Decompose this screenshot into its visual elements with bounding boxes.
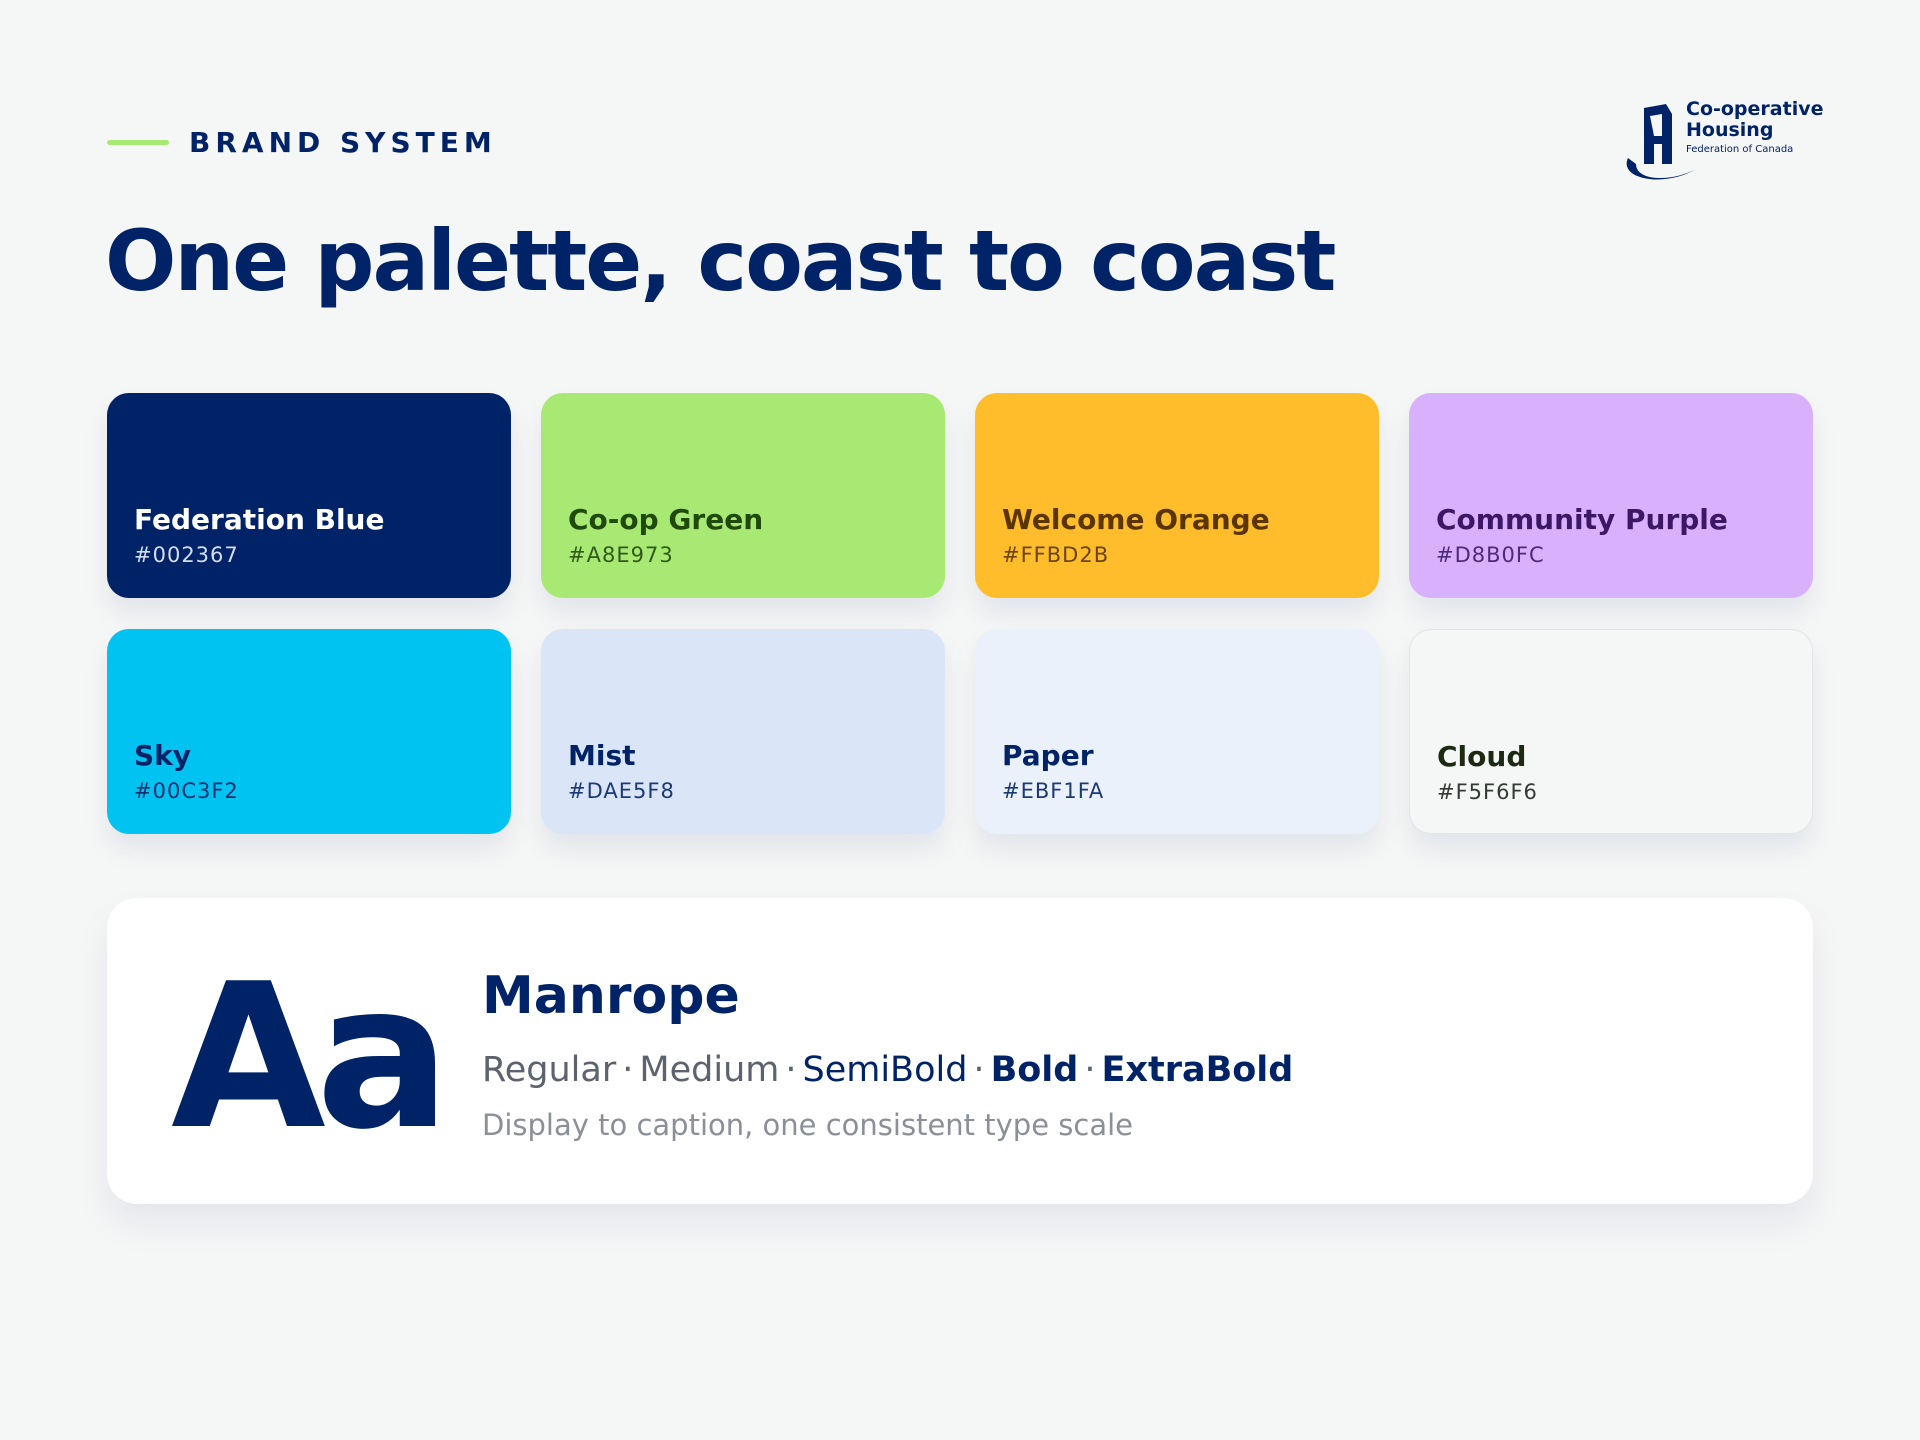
swatch-name: Sky	[134, 739, 192, 772]
logo-text-cooperative: Co-operative	[1686, 98, 1824, 120]
weight-separator: ·	[785, 1050, 797, 1090]
weight-bold: Bold	[990, 1050, 1079, 1090]
weight-medium: Medium	[639, 1050, 780, 1090]
swatch-hex: #A8E973	[568, 543, 674, 567]
swatch-name: Community Purple	[1436, 503, 1728, 536]
swatch-name: Cloud	[1437, 740, 1527, 773]
swatch-hex: #FFBD2B	[1002, 543, 1110, 567]
swatch-sky: Sky #00C3F2	[107, 629, 511, 834]
swatch-hex: #EBF1FA	[1002, 779, 1105, 803]
weight-semibold: SemiBold	[802, 1050, 968, 1090]
logo-text-federation: Federation of Canada	[1686, 144, 1794, 155]
swatch-hex: #DAE5F8	[568, 779, 675, 803]
weight-separator: ·	[1084, 1050, 1096, 1090]
chf-logo: Co-operative Housing Federation of Canad…	[1622, 96, 1823, 188]
font-weights-list: Regular·Medium·SemiBold·Bold·ExtraBold	[482, 1050, 1293, 1090]
typography-card: Aa Manrope Regular·Medium·SemiBold·Bold·…	[107, 898, 1813, 1204]
swatch-federation-blue: Federation Blue #002367	[107, 393, 511, 598]
swatch-paper: Paper #EBF1FA	[975, 629, 1379, 834]
swatch-cloud: Cloud #F5F6F6	[1409, 629, 1813, 834]
swatch-coop-green: Co-op Green #A8E973	[541, 393, 945, 598]
color-swatch-grid: Federation Blue #002367 Co-op Green #A8E…	[107, 393, 1813, 834]
swatch-name: Mist	[568, 739, 636, 772]
house-swoosh-icon	[1626, 104, 1698, 180]
type-specimen: Aa	[171, 941, 451, 1174]
swatch-hex: #002367	[134, 543, 239, 567]
swatch-name: Welcome Orange	[1002, 503, 1270, 536]
swatch-name: Federation Blue	[134, 503, 385, 536]
page-title: One palette, coast to coast	[105, 212, 1336, 310]
logo-text-housing: Housing	[1686, 119, 1774, 141]
swatch-hex: #00C3F2	[134, 779, 239, 803]
swatch-name: Paper	[1002, 739, 1094, 772]
swatch-mist: Mist #DAE5F8	[541, 629, 945, 834]
weight-separator: ·	[973, 1050, 985, 1090]
eyebrow-accent-line	[107, 140, 169, 145]
weight-regular: Regular	[482, 1050, 617, 1090]
swatch-hex: #D8B0FC	[1436, 543, 1545, 567]
weight-extrabold: ExtraBold	[1101, 1050, 1294, 1090]
swatch-welcome-orange: Welcome Orange #FFBD2B	[975, 393, 1379, 598]
weight-separator: ·	[622, 1050, 634, 1090]
eyebrow: BRAND SYSTEM	[107, 126, 497, 159]
swatch-name: Co-op Green	[568, 503, 764, 536]
type-scale-description: Display to caption, one consistent type …	[482, 1108, 1133, 1142]
swatch-hex: #F5F6F6	[1437, 780, 1538, 804]
swatch-community-purple: Community Purple #D8B0FC	[1409, 393, 1813, 598]
eyebrow-label: BRAND SYSTEM	[189, 126, 497, 159]
font-name: Manrope	[482, 966, 740, 1026]
